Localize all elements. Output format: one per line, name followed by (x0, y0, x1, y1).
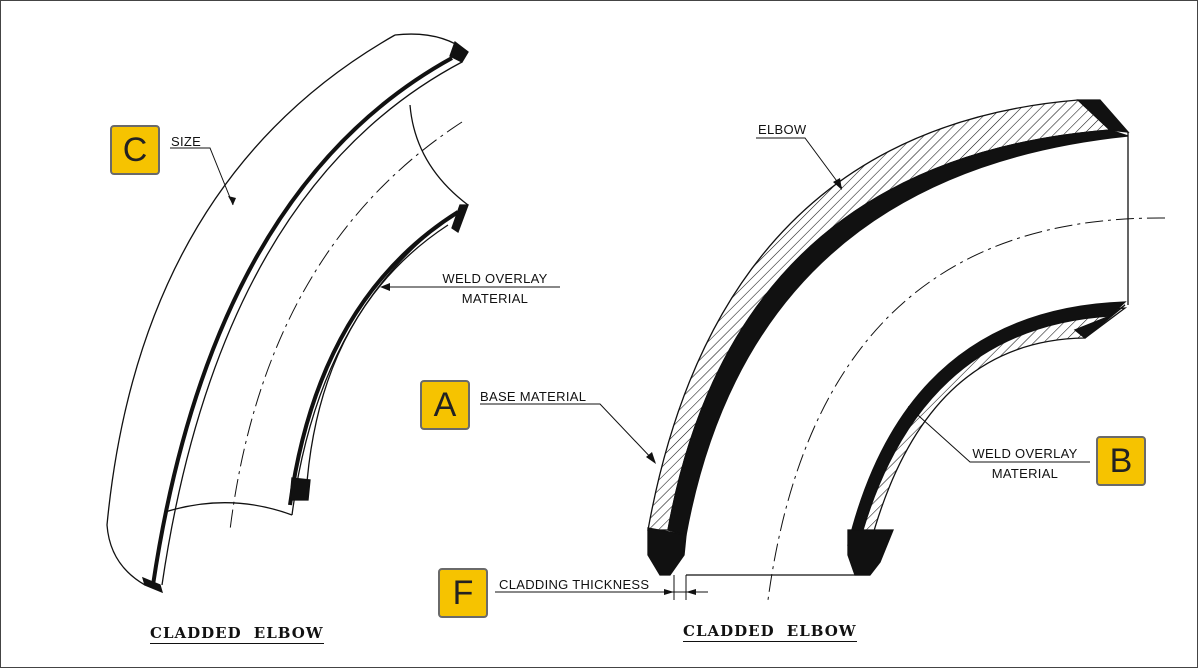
left-bottom-end-section (142, 576, 163, 594)
inner-bottom-bevel (847, 529, 894, 576)
elbow-leader (756, 137, 843, 189)
label-base-material: BASE MATERIAL (480, 389, 587, 404)
badge-f: F (438, 568, 488, 618)
outer-bottom-bevel (647, 527, 687, 576)
left-cut-curve (409, 104, 469, 206)
title-left-text: CLADDED ELBOW (150, 624, 324, 642)
label-weld-overlay-left-2: MATERIAL (461, 291, 529, 306)
label-elbow: ELBOW (758, 122, 807, 137)
badge-c: C (110, 125, 160, 175)
left-inner-bottom-section (289, 477, 311, 501)
title-right-text: CLADDED ELBOW (683, 622, 857, 640)
left-top-end-section (449, 40, 469, 63)
size-leader (170, 147, 234, 206)
label-weld-overlay-right-1: WELD OVERLAY (972, 446, 1078, 461)
title-left: CLADDED ELBOW (150, 624, 324, 644)
title-right: CLADDED ELBOW (683, 622, 857, 642)
label-weld-overlay-left-1: WELD OVERLAY (442, 271, 548, 286)
inner-top-bevel (1073, 304, 1126, 339)
label-cladding-thickness: CLADDING THICKNESS (499, 577, 650, 592)
inner-cladding-band (847, 301, 1127, 549)
right-elbow-section (480, 99, 1166, 601)
label-weld-overlay-right-2: MATERIAL (991, 466, 1059, 481)
left-inner-top-section (451, 204, 469, 233)
base-material-leader (480, 403, 656, 463)
right-weld-leader (909, 407, 1090, 463)
left-inner-surface (291, 204, 469, 516)
badge-b: B (1096, 436, 1146, 486)
left-elbow-3d (106, 33, 560, 594)
badge-a: A (420, 380, 470, 430)
right-centerline (767, 217, 1166, 601)
left-outer-surface (106, 34, 396, 586)
left-outer-inner-rim (161, 61, 463, 586)
left-inner-wall (305, 224, 449, 496)
left-inner-cladding (288, 210, 460, 506)
left-centerline (229, 121, 463, 531)
label-size: SIZE (171, 134, 202, 149)
left-cladding-line (151, 56, 453, 586)
left-bottom-cut-curve (164, 502, 293, 516)
